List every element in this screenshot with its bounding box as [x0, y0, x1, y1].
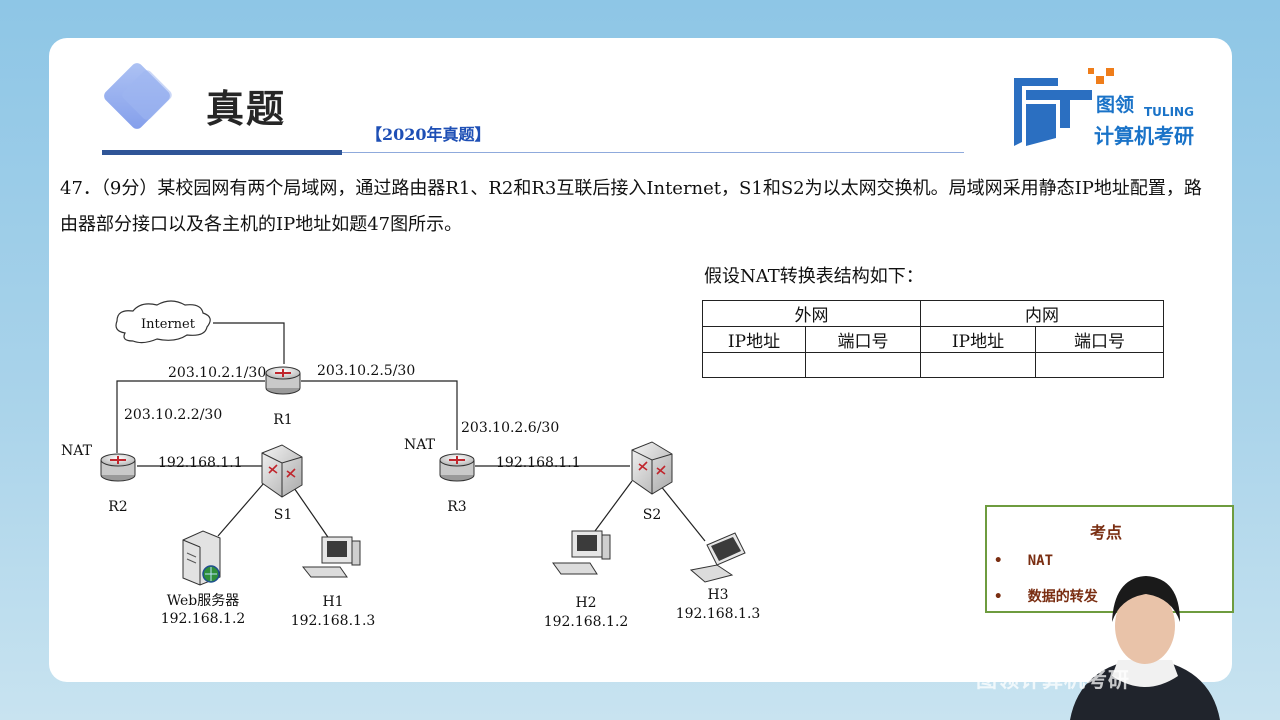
r3-lan-ip-label: 192.168.1.1: [496, 455, 581, 471]
pc-h2-icon: [552, 530, 611, 575]
internet-cloud-icon: [115, 300, 211, 344]
web-server-ip-label: 192.168.1.2: [161, 611, 246, 627]
r1-right-ip-label: 203.10.2.5/30: [317, 363, 415, 379]
router-r2-icon: [100, 453, 136, 482]
h1-ip-label: 192.168.1.3: [291, 613, 376, 629]
key-point-item: • NAT: [994, 553, 1054, 569]
nat-cell: [1035, 352, 1164, 378]
switch-s2-icon: [631, 441, 673, 495]
nat-table-header-row: IP地址 端口号 IP地址 端口号: [702, 326, 1164, 353]
internet-label: Internet: [141, 317, 196, 332]
nat-left-label: NAT: [61, 443, 93, 459]
nat-cell: [920, 352, 1036, 378]
key-points-title: 考点: [1090, 523, 1123, 542]
logo-brand-en: TULING: [1144, 105, 1194, 119]
nat-cell: [805, 352, 921, 378]
laptop-h3-icon: [689, 532, 746, 583]
title-underline-thin: [342, 152, 964, 153]
nat-table-empty-row: [702, 352, 1164, 378]
router-r3-icon: [439, 453, 475, 482]
h3-label: H3: [707, 587, 728, 603]
nat-group-internal: 内网: [920, 300, 1164, 327]
r3-uplink-ip-label: 203.10.2.6/30: [461, 420, 559, 436]
logo-brand-cn: 图领: [1096, 94, 1135, 116]
s1-label: S1: [274, 507, 293, 523]
nat-table-title: 假设NAT转换表结构如下：: [704, 266, 924, 287]
r1-left-ip-label: 203.10.2.1/30: [168, 365, 266, 381]
slide-title: 真题: [206, 87, 287, 131]
nat-col-header: 端口号: [805, 326, 921, 353]
r3-label: R3: [447, 499, 466, 515]
logo-tagline: 计算机考研: [1094, 124, 1194, 148]
question-text: 47．（9分）某校园网有两个局域网，通过路由器R1、R2和R3互联后接入Inte…: [60, 178, 1202, 235]
watermark-text: 图领计算机考研: [976, 668, 1130, 692]
nat-col-header: IP地址: [920, 326, 1036, 353]
h2-ip-label: 192.168.1.2: [544, 614, 629, 630]
key-point-item: • 数据的转发: [994, 589, 1098, 605]
nat-col-header: 端口号: [1035, 326, 1164, 353]
s2-label: S2: [643, 507, 662, 523]
nat-table: 外网 内网 IP地址 端口号 IP地址 端口号: [702, 300, 1164, 378]
h3-ip-label: 192.168.1.3: [676, 606, 761, 622]
network-diagram: Internet: [61, 300, 761, 630]
link-lines: [116, 322, 706, 544]
h2-label: H2: [575, 595, 596, 611]
key-points-box: [985, 505, 1234, 613]
r2-lan-ip-label: 192.168.1.1: [158, 455, 243, 471]
switch-s1-icon: [261, 444, 303, 498]
nat-right-label: NAT: [404, 437, 436, 453]
pc-h1-icon: [301, 536, 361, 578]
h1-label: H1: [322, 594, 343, 610]
r2-uplink-ip-label: 203.10.2.2/30: [124, 407, 222, 423]
r1-label: R1: [273, 412, 292, 428]
year-tag: 【2020年真题】: [366, 125, 491, 144]
r2-label: R2: [108, 499, 127, 515]
presenter-video-overlay: [1070, 576, 1220, 720]
web-server-label: Web服务器: [167, 593, 240, 609]
web-server-icon: [182, 530, 221, 586]
title-underline-thick: [102, 150, 342, 155]
tuling-logo-icon: [1014, 68, 1114, 146]
router-r1-icon: [265, 366, 301, 395]
